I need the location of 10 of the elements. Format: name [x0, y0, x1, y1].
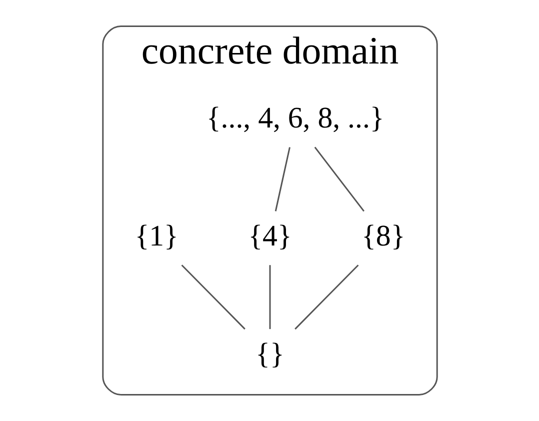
node-text: {8} [361, 220, 405, 253]
connector [180, 264, 245, 330]
connector [268, 265, 270, 330]
node-text: {4} [248, 220, 292, 253]
node-text: {} [255, 337, 284, 370]
connector [314, 146, 364, 212]
connector [294, 264, 358, 330]
node-text: {..., 4, 6, 8, ...} [206, 102, 384, 135]
node-text: {1} [134, 220, 178, 253]
connector [274, 147, 290, 212]
